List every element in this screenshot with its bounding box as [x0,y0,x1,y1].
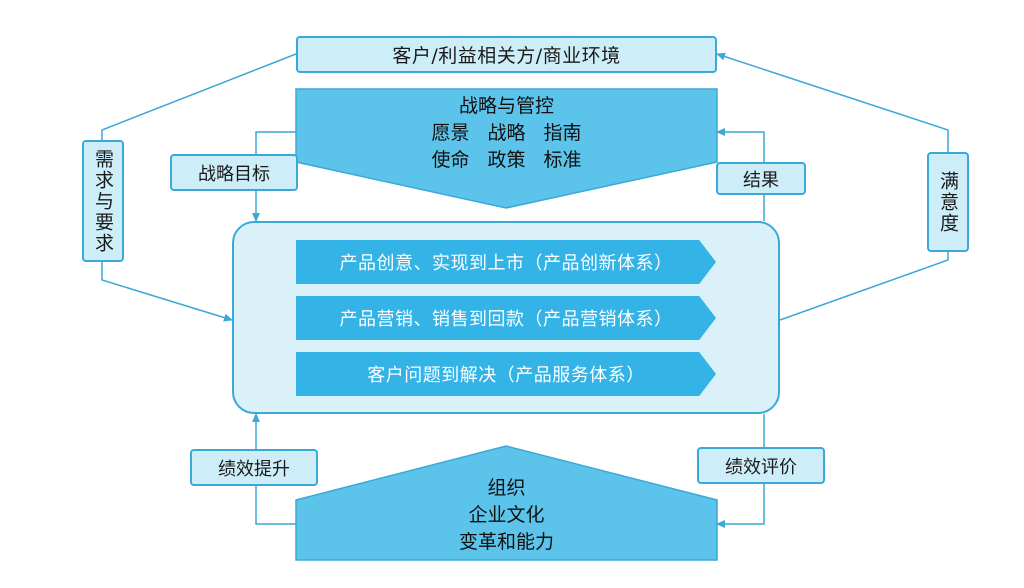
strategy-item: 愿景 [431,122,470,144]
perf-eval-label: 绩效评价 [697,447,825,484]
strategy-goal-connector [252,131,296,222]
strategy-item: 使命 [431,149,470,171]
strategy-item: 政策 [487,149,526,171]
process-flow-marketing: 产品营销、销售到回款（产品营销体系） [296,296,716,340]
demand-label: 需求与要求 [82,140,124,262]
process-flow-innovation: 产品创意、实现到上市（产品创新体系） [296,240,716,284]
customer-stakeholder-box: 客户/利益相关方/商业环境 [296,36,717,73]
strategy-row-2: 使命政策标准 [296,147,717,174]
result-label: 结果 [716,162,806,195]
org-line-1: 组织 [487,477,526,499]
org-line-3: 变革和能力 [458,531,554,553]
org-shape [295,445,718,561]
org-text: 组织 企业文化 变革和能力 [296,475,717,556]
strategy-item: 战略 [487,122,526,144]
strategy-row-1: 愿景战略指南 [296,120,717,147]
satisfaction-label: 满意度 [927,152,969,252]
strategy-title: 战略与管控 [458,95,554,117]
perf-improve-label: 绩效提升 [190,449,318,486]
strategy-item: 指南 [543,122,582,144]
strategy-item: 标准 [543,149,582,171]
strategy-text: 战略与管控 愿景战略指南 使命政策标准 [296,93,717,174]
strategy-goal-label: 战略目标 [170,154,298,191]
org-line-2: 企业文化 [468,504,545,526]
strategy-shape [295,88,718,209]
process-flow-service: 客户问题到解决（产品服务体系） [296,352,716,396]
